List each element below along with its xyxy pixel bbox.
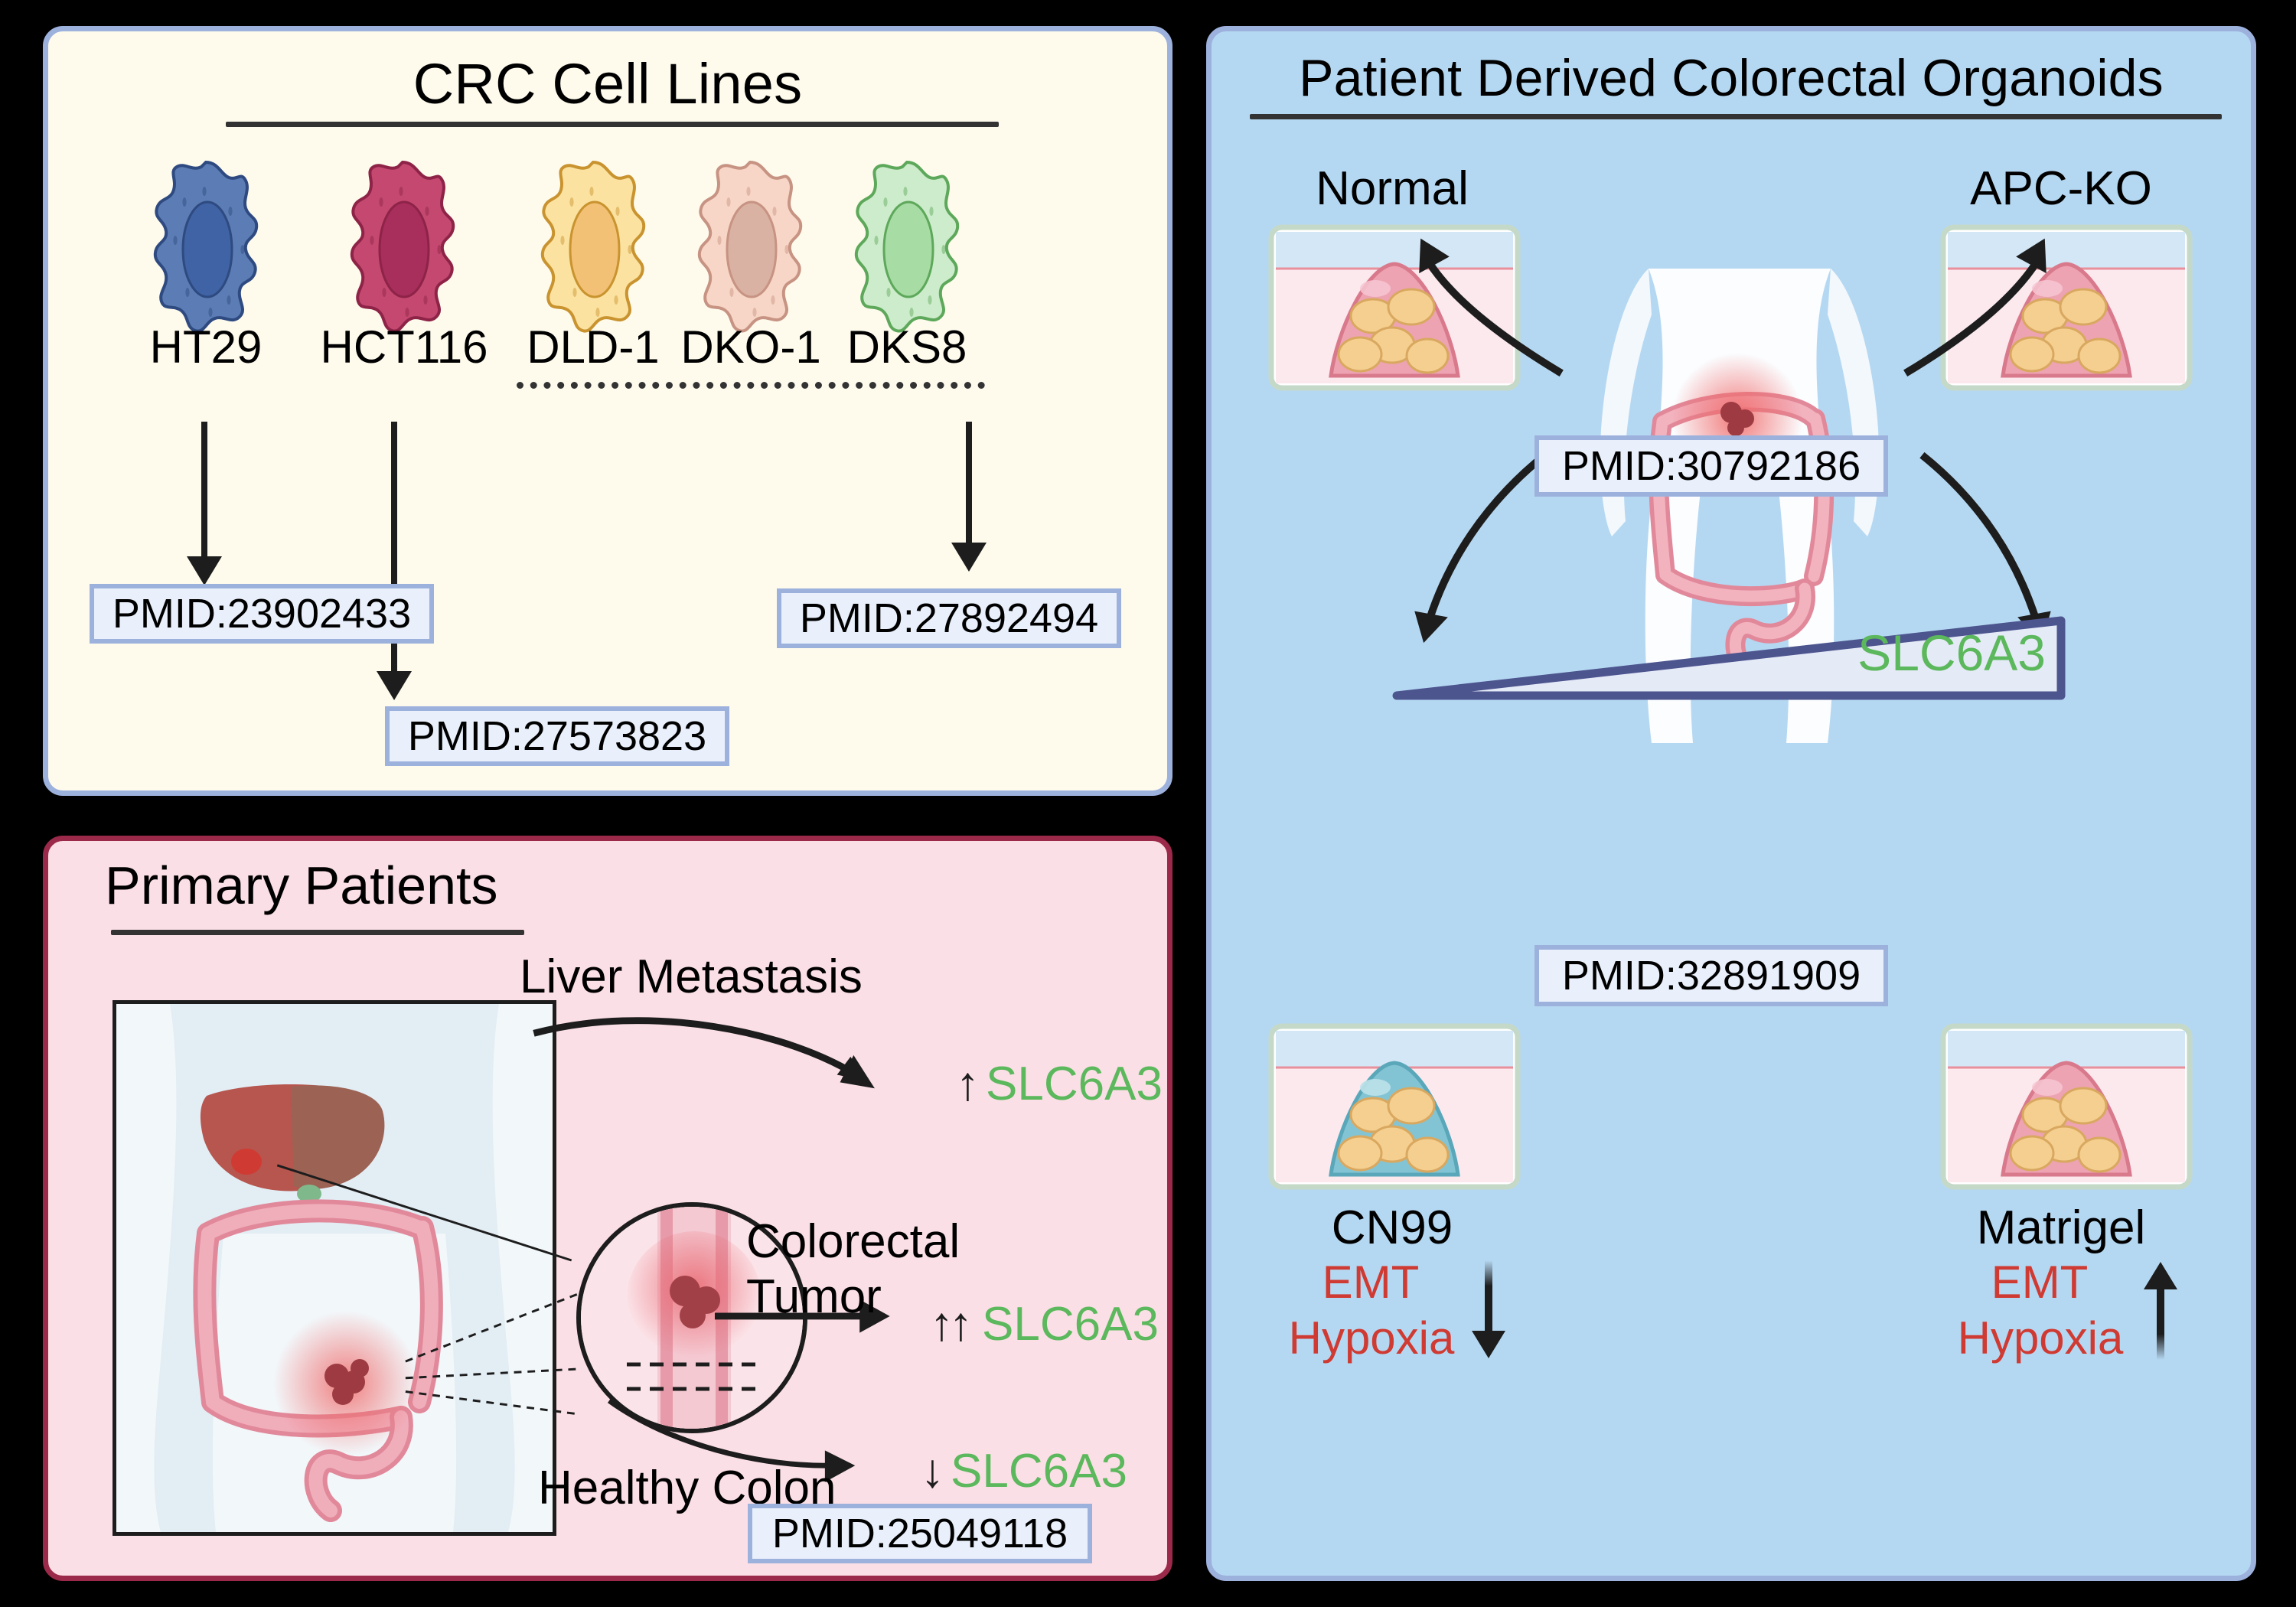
cell-line-row [48, 158, 1167, 349]
condition-label-emt-cn99: EMT [1322, 1257, 1420, 1308]
slc6a3-gradient-wedge: SLC6A3 [1392, 616, 2066, 702]
up-arrow-icon-matrigel [2144, 1262, 2177, 1360]
cell-icon-dko-1 [689, 158, 811, 337]
arrow-ht29-head [187, 556, 222, 585]
cell-line-label-dld-1: DLD-1 [527, 321, 660, 373]
conditions-cn99: EMT Hypoxia [1239, 1256, 1561, 1364]
cell-line-label-ht29: HT29 [149, 321, 263, 373]
label-colorectal-tumor-line2: Tumor [746, 1270, 882, 1323]
label-liver-metastasis: Liver Metastasis [520, 950, 863, 1003]
condition-label-hypoxia-cn99: Hypoxia [1288, 1312, 1455, 1364]
pmid-box-dks[interactable]: PMID:27892494 [777, 588, 1121, 648]
cell-icon-ht29 [145, 158, 267, 337]
readout-healthy-colon: ↓ SLC6A3 [921, 1444, 1127, 1498]
arrow-hct116-stem [391, 422, 397, 674]
cell-line-label-hct116: HCT116 [320, 321, 488, 373]
condition-label-emt-matrigel: EMT [1991, 1257, 2089, 1308]
down-arrow-icon: ↓ [921, 1444, 944, 1498]
panel-a-title-rule [226, 122, 999, 127]
well-plate-matrigel [1932, 1022, 2200, 1194]
readout-liver-metastasis: ↑ SLC6A3 [956, 1057, 1163, 1111]
well-plate-cn99 [1261, 1022, 1528, 1194]
gene-label-slc6a3-tumor: SLC6A3 [982, 1298, 1159, 1351]
panel-patient-derived-organoids: Patient Derived Colorectal Organoids Nor… [1206, 26, 2256, 1581]
panel-b-title: Primary Patients [105, 856, 498, 915]
well-plate-normal [1261, 223, 1528, 395]
up-arrow-icon: ↑ [956, 1057, 980, 1110]
panel-b-title-rule [111, 930, 524, 935]
pmid-box-primary-patients[interactable]: PMID:25049118 [748, 1504, 1092, 1563]
pmid-box-hct116[interactable]: PMID:27573823 [385, 706, 729, 766]
cell-line-group-underline [517, 382, 985, 389]
panel-a-title: CRC Cell Lines [413, 52, 803, 116]
condition-label-hypoxia-matrigel: Hypoxia [1957, 1312, 2124, 1364]
gene-label-slc6a3-liver: SLC6A3 [986, 1058, 1163, 1110]
cell-icon-dld-1 [532, 158, 654, 337]
panel-c-title: Patient Derived Colorectal Organoids [1299, 49, 2164, 107]
pmid-box-organoid-lower[interactable]: PMID:32891909 [1534, 945, 1888, 1006]
patient-body-illustration [113, 1000, 556, 1536]
well-label-matrigel: Matrigel [1976, 1201, 2146, 1254]
well-plate-apc-ko [1932, 223, 2200, 395]
double-up-arrow-icon: ↑↑ [930, 1297, 973, 1351]
gradient-gene-label: SLC6A3 [1857, 624, 2046, 681]
arrow-dks-group-stem [966, 422, 972, 546]
well-label-cn99: CN99 [1331, 1201, 1453, 1254]
pmid-box-ht29[interactable]: PMID:23902433 [90, 584, 434, 644]
panel-crc-cell-lines: CRC Cell Lines [43, 26, 1172, 796]
readout-colorectal-tumor: ↑↑ SLC6A3 [930, 1297, 1159, 1351]
gene-label-slc6a3-healthy: SLC6A3 [951, 1445, 1127, 1498]
cell-line-label-dks8: DKS8 [846, 321, 967, 373]
panel-primary-patients: Primary Patients [43, 836, 1172, 1581]
arrow-dks-group-head [951, 543, 987, 572]
down-arrow-icon-cn99 [1472, 1260, 1505, 1358]
arrow-hct116-head [377, 671, 412, 700]
well-label-apc-ko: APC-KO [1970, 162, 2152, 215]
panel-c-title-rule [1250, 114, 2222, 119]
cell-icon-dks8 [846, 158, 968, 337]
pmid-box-organoid-upper[interactable]: PMID:30792186 [1534, 435, 1888, 497]
label-colorectal-tumor-line1: Colorectal [746, 1215, 960, 1268]
conditions-matrigel: EMT Hypoxia [1908, 1256, 2229, 1364]
arrow-ht29-stem [201, 422, 207, 559]
cell-icon-hct116 [341, 158, 464, 337]
well-label-normal: Normal [1316, 162, 1469, 215]
cell-line-label-dko-1: DKO-1 [680, 321, 821, 373]
